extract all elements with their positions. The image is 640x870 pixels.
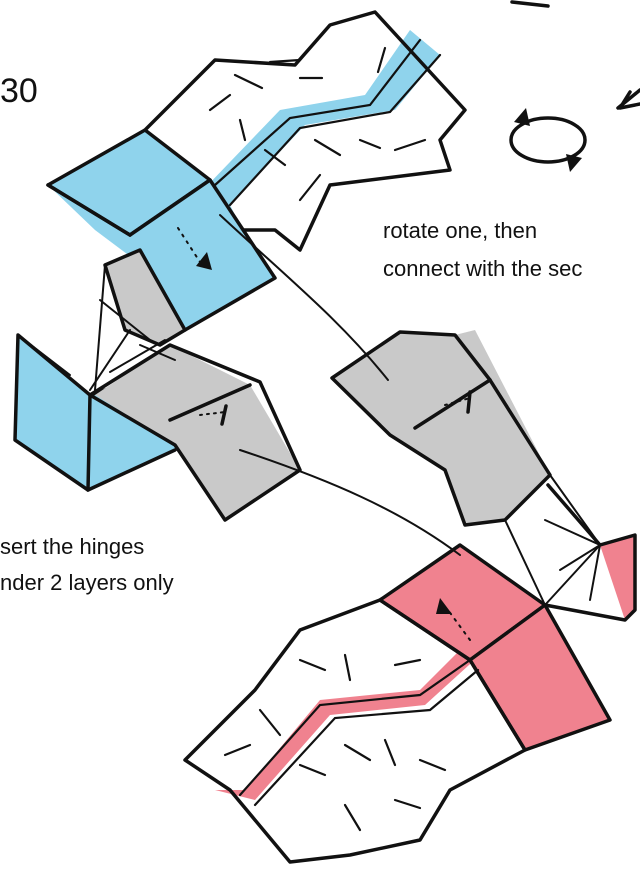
dotted-mark bbox=[444, 397, 471, 406]
insert-instruction-line1: sert the hinges bbox=[0, 534, 145, 559]
crease-mark bbox=[313, 138, 342, 157]
top-crease-diagonal-b bbox=[228, 53, 442, 207]
bottom-crease-a bbox=[238, 658, 472, 797]
top-crease-diagonal-a bbox=[213, 38, 422, 187]
crease-mark bbox=[223, 743, 252, 757]
hinge-line bbox=[94, 264, 106, 391]
grey-tab-outline bbox=[103, 248, 187, 347]
arrow-head-top bbox=[196, 252, 212, 270]
top-module bbox=[46, 10, 467, 332]
crease-mark bbox=[383, 738, 397, 767]
crease-mark bbox=[343, 653, 352, 682]
hinge-line bbox=[139, 344, 176, 361]
left-grey-body-fill bbox=[95, 345, 300, 520]
crease-mark bbox=[298, 763, 327, 777]
connector-line-side bbox=[549, 474, 601, 546]
connector-line-top bbox=[219, 214, 389, 381]
right-grey-fill bbox=[332, 330, 550, 525]
stroke-fragment bbox=[510, 0, 550, 8]
crease-mark bbox=[238, 118, 247, 142]
hinge-line bbox=[559, 542, 602, 601]
crease-mark bbox=[418, 758, 447, 772]
top-blue-edge bbox=[46, 183, 132, 237]
crease-mark bbox=[208, 93, 232, 112]
arrow-head-bottom bbox=[436, 598, 452, 614]
pink-triangle-outline bbox=[543, 483, 637, 622]
rotate-instruction-line2: connect with the sec bbox=[383, 256, 583, 281]
bottom-module bbox=[183, 483, 637, 864]
crease-mark bbox=[268, 58, 302, 64]
step-number: 30 bbox=[0, 72, 38, 110]
dotted-arrow-top bbox=[177, 227, 201, 263]
hinge-line bbox=[99, 299, 151, 341]
crease-mark bbox=[298, 658, 327, 672]
bottom-module-outline bbox=[183, 598, 527, 864]
motion-arrow-icon bbox=[616, 88, 640, 110]
crease-mark bbox=[358, 138, 382, 150]
rotate-instruction-line1: rotate one, then bbox=[383, 218, 538, 243]
hinge-line bbox=[17, 334, 71, 376]
dotted-arrow-bottom bbox=[447, 609, 471, 641]
rotate-cycle-icon bbox=[509, 108, 587, 172]
insert-instruction-line2: nder 2 layers only bbox=[0, 570, 174, 595]
top-module-blue-strip bbox=[205, 30, 440, 205]
left-blue-bottom-edge bbox=[86, 448, 177, 492]
crease-mark bbox=[343, 803, 362, 832]
crease-mark bbox=[263, 148, 287, 167]
top-blue-face-fill bbox=[130, 180, 275, 330]
pink-triangle-fill bbox=[600, 535, 635, 620]
hinge-line bbox=[109, 339, 166, 373]
dotted-mark bbox=[199, 411, 226, 416]
right-grey-outline bbox=[330, 330, 552, 527]
left-grey-body-outline bbox=[88, 343, 302, 522]
connector-line-side bbox=[504, 519, 546, 606]
slit-mark bbox=[220, 404, 228, 426]
connector-line-bottom bbox=[239, 449, 461, 556]
crease-mark bbox=[393, 798, 422, 810]
left-grey-fold bbox=[168, 383, 252, 422]
hinge-line bbox=[89, 329, 131, 391]
right-grey-module bbox=[330, 330, 552, 527]
crease-mark bbox=[343, 743, 372, 762]
slit-mark bbox=[466, 390, 472, 414]
crease-mark bbox=[376, 46, 387, 74]
crease-mark bbox=[233, 73, 264, 90]
top-blue-face-outline bbox=[128, 178, 277, 332]
bottom-pink-strip bbox=[215, 648, 480, 800]
crease-mark bbox=[393, 658, 422, 667]
crease-mark bbox=[258, 708, 282, 737]
bottom-crease-b bbox=[253, 668, 480, 807]
right-grey-fold bbox=[413, 378, 492, 430]
crease-mark bbox=[298, 173, 322, 202]
crease-mark bbox=[393, 138, 427, 152]
pink-cube-front-fill bbox=[470, 605, 610, 750]
left-grey-module bbox=[13, 248, 302, 522]
